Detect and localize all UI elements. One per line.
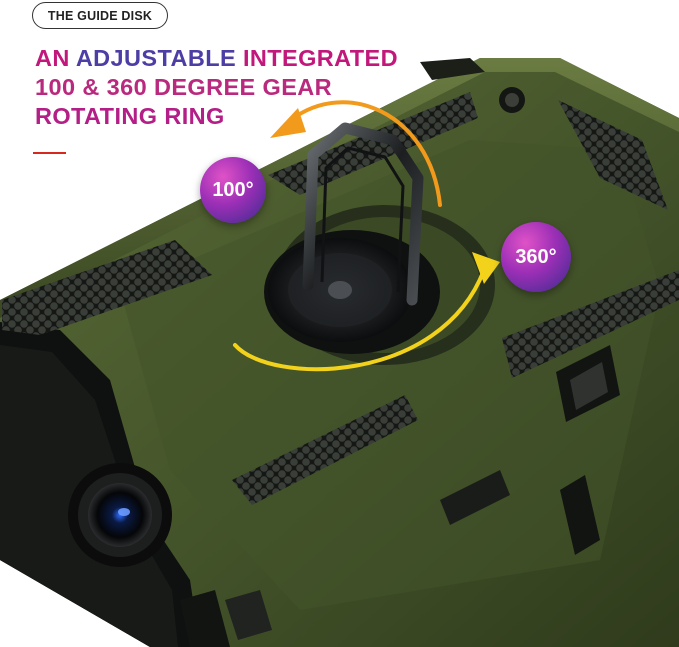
- badge-100-degree: 100°: [200, 157, 266, 223]
- guide-disk-label: THE GUIDE DISK: [32, 2, 168, 29]
- accent-line: [33, 152, 66, 154]
- headline: AN ADJUSTABLE INTEGRATED 100 & 360 DEGRE…: [35, 44, 398, 131]
- headline-line-3: ROTATING RING: [35, 103, 225, 129]
- badge-360-degree: 360°: [501, 222, 571, 292]
- headline-line-1: AN ADJUSTABLE INTEGRATED: [35, 45, 398, 71]
- headline-line-2: 100 & 360 DEGREE GEAR: [35, 74, 333, 100]
